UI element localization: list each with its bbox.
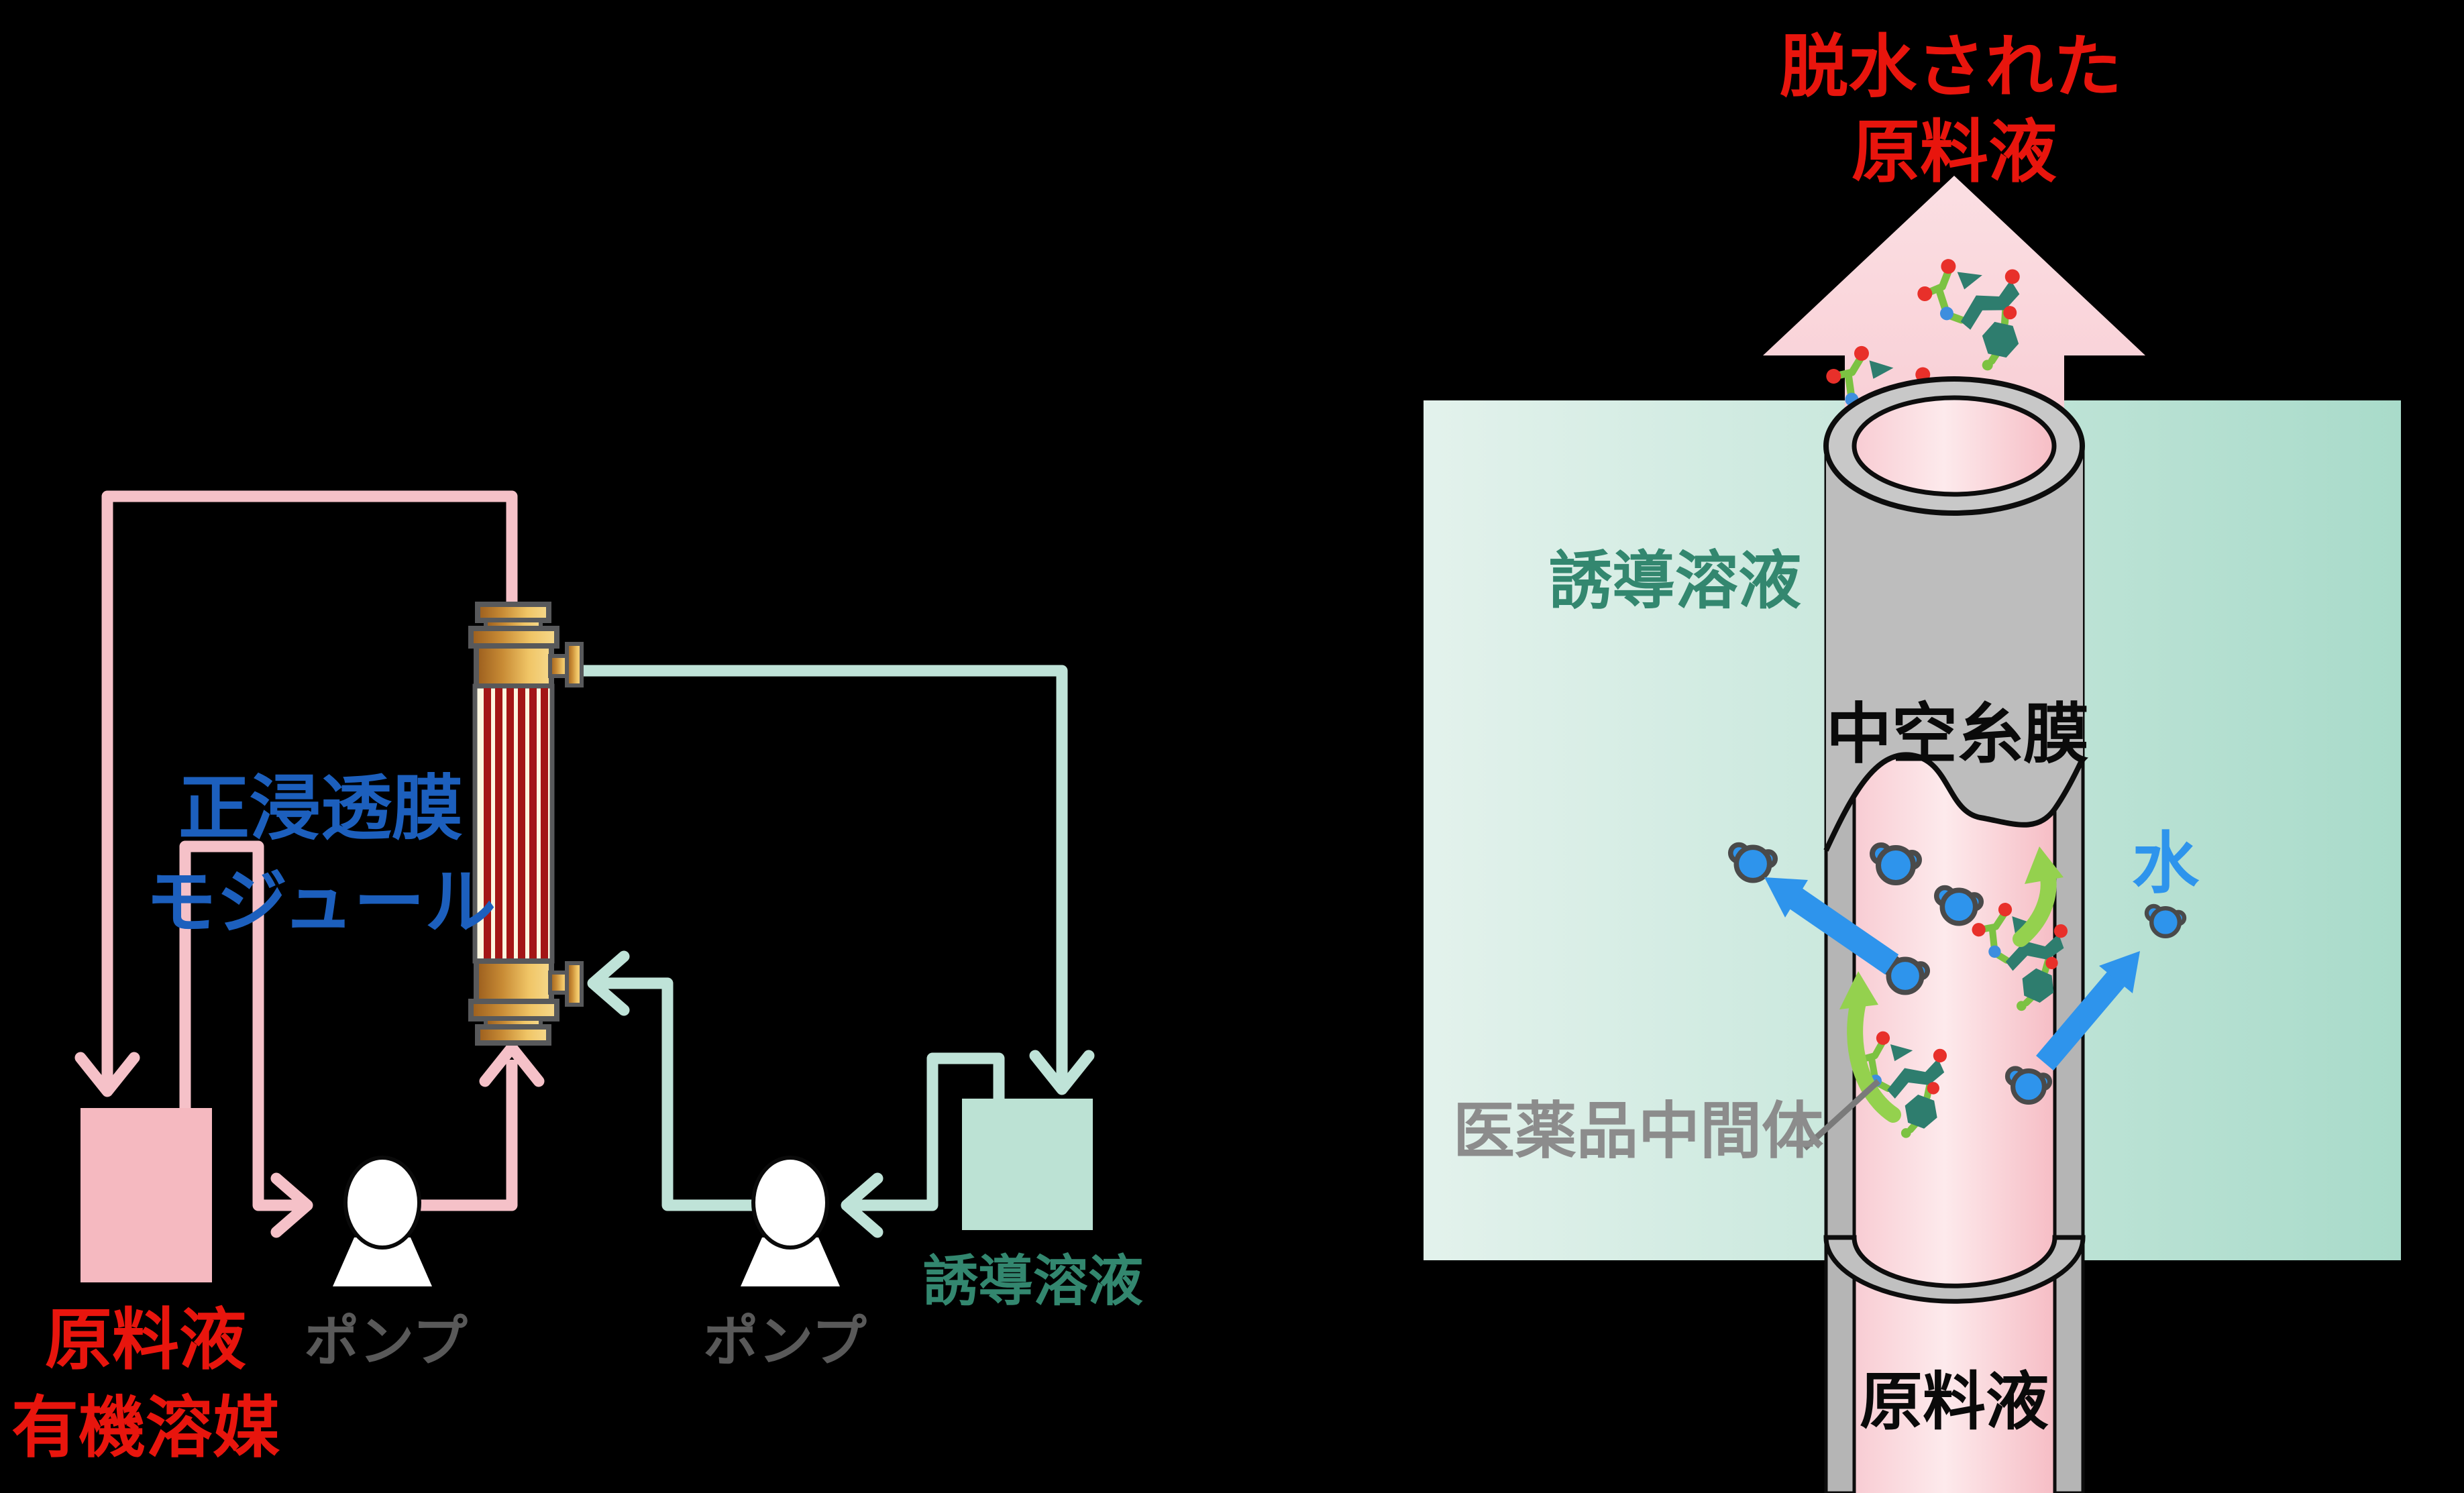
module-top-block bbox=[474, 643, 554, 689]
module-fiber-stripes bbox=[484, 688, 548, 959]
draw-return-pipe bbox=[582, 665, 1068, 1081]
feed-pump-base bbox=[333, 1237, 432, 1286]
module-label-line1: 正浸透膜 bbox=[178, 769, 463, 848]
draw-pump-head bbox=[751, 1156, 829, 1250]
membrane-label: 中空糸膜 bbox=[1826, 697, 2089, 771]
feed-tank-to-pump-pipe bbox=[179, 840, 301, 1211]
module-bottom-block bbox=[474, 958, 554, 1004]
left-flow-diagram: 正浸透膜 モジュール 原料液 有機溶媒 ポンプ ポンプ 誘導溶液 bbox=[11, 490, 1143, 1466]
draw-pump bbox=[741, 1156, 840, 1286]
draw-solution-label: 誘導溶液 bbox=[1549, 545, 1801, 616]
fiber-cut-edge bbox=[1823, 752, 2086, 852]
module-top-port-flange bbox=[565, 642, 584, 687]
hollow-fiber-detail: 脱水された 原料液 誘導溶液 中空糸膜 水 医薬品中間体 原料液 bbox=[1424, 29, 2401, 1493]
fiber-top-rim-inner bbox=[1852, 395, 2057, 497]
feed-pump bbox=[333, 1156, 432, 1286]
dehydrated-label-line1: 脱水された bbox=[1780, 29, 2122, 105]
draw-return-arrowhead bbox=[1029, 1050, 1095, 1095]
draw-tank-label: 誘導溶液 bbox=[923, 1251, 1143, 1312]
feed-return-arrowhead bbox=[74, 1052, 140, 1097]
feed-pump-head bbox=[343, 1156, 421, 1250]
module-top-cap-1 bbox=[475, 602, 551, 623]
fiber-front-wall bbox=[1826, 451, 2083, 850]
feed-tank-label-line2: 有機溶媒 bbox=[11, 1390, 280, 1466]
water-flux-arrow-left bbox=[1764, 877, 1899, 975]
fo-membrane-module bbox=[468, 602, 584, 1046]
draw-tank-to-pump-pipe bbox=[853, 1052, 1005, 1211]
pump-to-module-pipe bbox=[417, 1060, 518, 1211]
feed-to-module-arrowhead bbox=[479, 1042, 545, 1087]
feed-to-pump-arrowhead bbox=[270, 1172, 313, 1238]
module-bottom-cap-1 bbox=[475, 1024, 551, 1046]
dehydrated-label-line2: 原料液 bbox=[1852, 114, 2057, 190]
fiber-bottom-rim bbox=[1823, 1235, 2086, 1304]
water-label: 水 bbox=[2132, 826, 2200, 901]
draw-to-pump-arrowhead bbox=[841, 1172, 883, 1238]
feed-tank-label-line1: 原料液 bbox=[45, 1303, 246, 1378]
draw-pump-to-module-pipe bbox=[600, 977, 754, 1211]
module-bottom-port-flange bbox=[565, 961, 584, 1007]
module-bottom-cap-3 bbox=[468, 999, 559, 1021]
intermediate-pointer-line bbox=[1802, 1079, 1881, 1151]
draw-pump-label: ポンプ bbox=[703, 1311, 867, 1372]
module-label-line2: モジュール bbox=[146, 863, 496, 942]
rejection-arrow-right bbox=[2013, 846, 2064, 947]
draw-tank bbox=[962, 1099, 1093, 1230]
draw-to-module-arrowhead bbox=[587, 950, 630, 1016]
draw-pump-base bbox=[741, 1237, 840, 1286]
dehydrated-feed-arrow bbox=[1763, 176, 2145, 469]
feed-return-pipe bbox=[101, 490, 518, 1083]
feed-solution-label: 原料液 bbox=[1860, 1366, 2049, 1437]
water-flux-arrow-right bbox=[2036, 951, 2140, 1070]
feed-pump-label: ポンプ bbox=[304, 1311, 468, 1372]
rejection-arrow-left bbox=[1839, 971, 1901, 1123]
feed-tank bbox=[81, 1108, 212, 1282]
intermediate-label: 医薬品中間体 bbox=[1453, 1097, 1823, 1166]
